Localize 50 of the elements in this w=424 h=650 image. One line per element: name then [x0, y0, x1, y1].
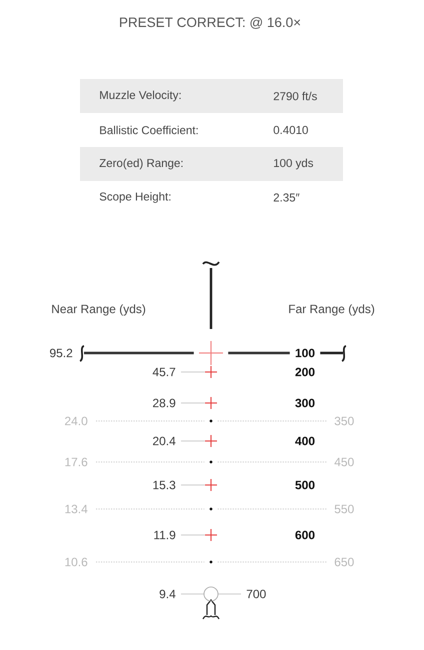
leader-line — [217, 508, 328, 510]
leader-line — [180, 402, 206, 404]
range-value: 17.6 — [65, 458, 88, 466]
aim-cross — [204, 434, 218, 448]
leader-line — [96, 420, 205, 422]
range-value: 650 — [334, 558, 354, 566]
range-value: 700 — [246, 590, 266, 598]
range-value: 20.4 — [153, 436, 176, 446]
range-value: 200 — [295, 368, 315, 376]
range-value: 11.9 — [154, 530, 176, 540]
range-value: 550 — [334, 504, 354, 514]
leader-line — [180, 484, 206, 486]
table-cell: 100 yds — [255, 147, 343, 181]
aim-cross — [198, 340, 224, 366]
range-value: 300 — [295, 398, 315, 408]
range-value: 100 — [296, 348, 315, 358]
table-cell: 2790 ft/s — [255, 79, 343, 113]
crosshair-line — [228, 352, 290, 354]
title: PRESET CORRECT: @ 16.0× — [120, 17, 300, 29]
axis-label: Far Range (yds) — [289, 304, 374, 316]
aim-cross — [204, 396, 218, 410]
range-value: 13.4 — [65, 504, 88, 514]
leader-line — [217, 420, 328, 422]
crosshair-line — [84, 352, 194, 354]
aim-cross — [204, 366, 218, 378]
leader-line — [96, 508, 205, 510]
axis-label: Near Range (yds) — [52, 304, 146, 316]
range-value: 500 — [295, 480, 315, 490]
range-value: 45.7 — [152, 368, 176, 376]
range-value: 28.9 — [153, 398, 176, 408]
range-value: 15.3 — [153, 480, 176, 490]
table-cell: Muzzle Velocity: — [80, 79, 255, 113]
leader-line — [180, 534, 206, 536]
range-value: 600 — [295, 530, 315, 540]
aim-cross — [204, 478, 218, 492]
range-value: 24.0 — [65, 416, 88, 426]
range-value: 10.6 — [65, 558, 88, 566]
range-value: 9.4 — [160, 590, 176, 598]
table-text: Scope Height: — [100, 192, 170, 203]
table-text: 2.35″ — [274, 193, 300, 202]
table-cell: Zero(ed) Range: — [80, 147, 255, 181]
range-value: 400 — [295, 436, 315, 446]
table-text: Ballistic Coefficient: — [100, 126, 198, 134]
range-value: 450 — [334, 458, 354, 466]
aim-cross — [204, 528, 218, 542]
table-text: 0.4010 — [274, 126, 308, 134]
leader-line — [180, 440, 206, 442]
range-value: 350 — [334, 416, 354, 426]
range-value: 95.2 — [50, 348, 72, 358]
aim-circle — [204, 586, 218, 602]
